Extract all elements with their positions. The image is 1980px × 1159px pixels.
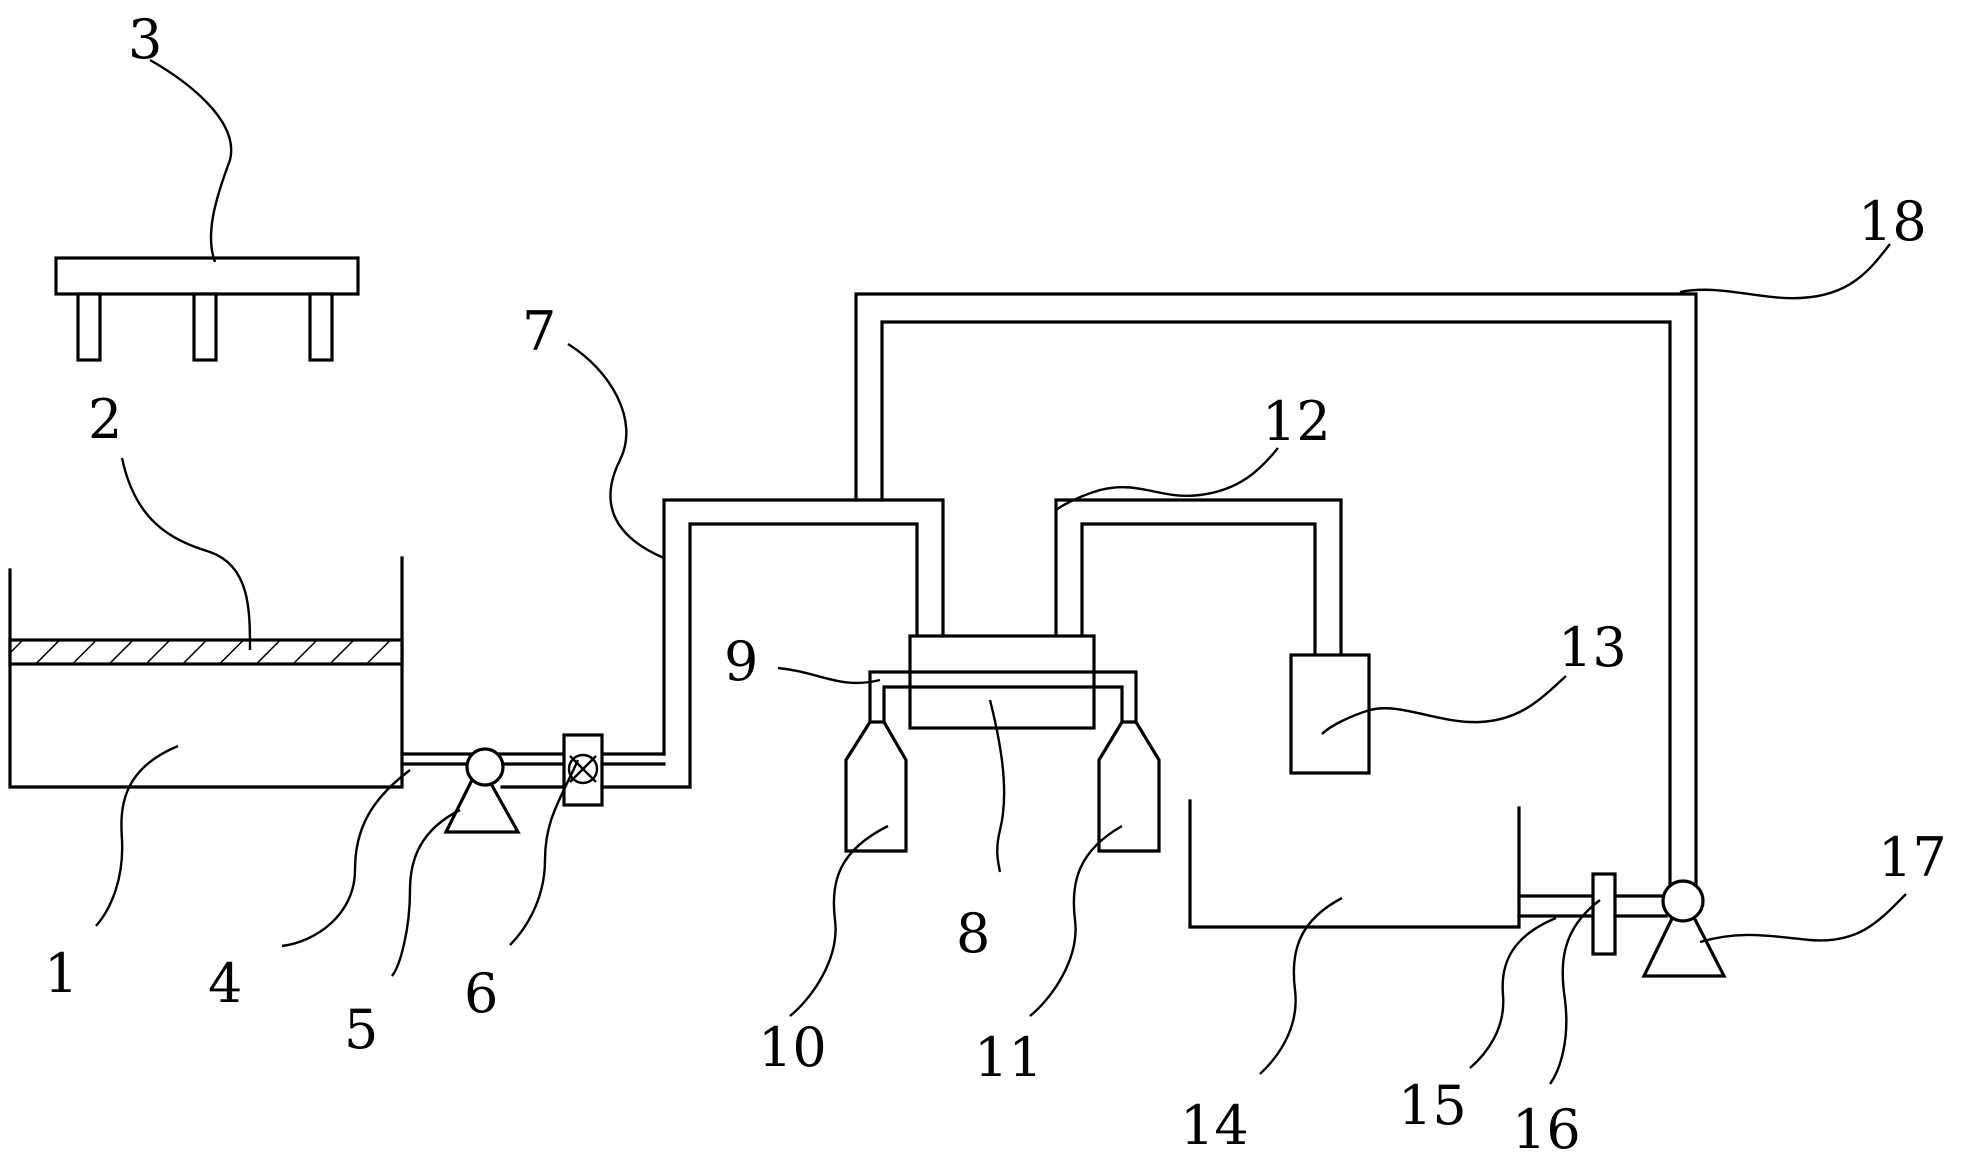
label-4: 4 bbox=[208, 952, 242, 1015]
return-pipe bbox=[854, 292, 1698, 892]
leader-8 bbox=[988, 699, 1006, 873]
leader-10 bbox=[789, 824, 889, 1017]
label-5: 5 bbox=[344, 998, 378, 1061]
leader-6 bbox=[509, 759, 580, 946]
leader-11 bbox=[1029, 824, 1123, 1017]
pump-left bbox=[443, 747, 521, 834]
label-2: 2 bbox=[88, 388, 122, 451]
bottle-left bbox=[844, 720, 908, 853]
leader-9 bbox=[777, 666, 881, 685]
label-9: 9 bbox=[724, 630, 758, 693]
label-16: 16 bbox=[1512, 1098, 1581, 1159]
leader-12 bbox=[1055, 447, 1279, 511]
label-10: 10 bbox=[758, 1016, 827, 1079]
leader-17 bbox=[1699, 893, 1907, 944]
bottle-right bbox=[1097, 720, 1161, 853]
label-14: 14 bbox=[1180, 1094, 1249, 1157]
label-7: 7 bbox=[522, 300, 556, 363]
leader-2 bbox=[120, 457, 252, 651]
leader-7 bbox=[567, 342, 665, 560]
valve-left bbox=[500, 733, 692, 807]
label-8: 8 bbox=[956, 902, 990, 965]
label-18: 18 bbox=[1858, 190, 1927, 253]
top-fixture bbox=[54, 256, 360, 362]
outlet-pipe bbox=[400, 752, 666, 766]
leader-4 bbox=[281, 769, 411, 948]
label-12: 12 bbox=[1262, 390, 1331, 453]
leader-5 bbox=[391, 808, 461, 977]
left-tank bbox=[8, 556, 404, 789]
part-labels: 3 2 1 4 5 6 7 9 8 10 11 12 13 18 17 14 1… bbox=[44, 8, 1947, 1159]
label-11: 11 bbox=[974, 1026, 1043, 1089]
leader-3 bbox=[149, 58, 233, 263]
leader-16 bbox=[1549, 899, 1601, 1085]
right-pump-assembly bbox=[1517, 872, 1727, 978]
leader-15 bbox=[1469, 916, 1557, 1069]
bottle-tube bbox=[868, 670, 1138, 724]
label-17: 17 bbox=[1878, 826, 1947, 889]
leader-18 bbox=[1679, 243, 1891, 300]
supply-pipe bbox=[662, 498, 945, 789]
label-6: 6 bbox=[464, 962, 498, 1025]
leader-13 bbox=[1321, 675, 1567, 735]
pipe-to-box bbox=[1054, 498, 1343, 657]
leader-1 bbox=[95, 744, 179, 927]
label-3: 3 bbox=[128, 8, 162, 71]
central-module bbox=[908, 634, 1096, 730]
label-1: 1 bbox=[44, 942, 78, 1005]
lower-basin bbox=[1188, 799, 1521, 929]
leader-14 bbox=[1259, 896, 1343, 1075]
leader-lines bbox=[95, 58, 1907, 1085]
label-15: 15 bbox=[1398, 1074, 1467, 1137]
label-13: 13 bbox=[1558, 616, 1627, 679]
